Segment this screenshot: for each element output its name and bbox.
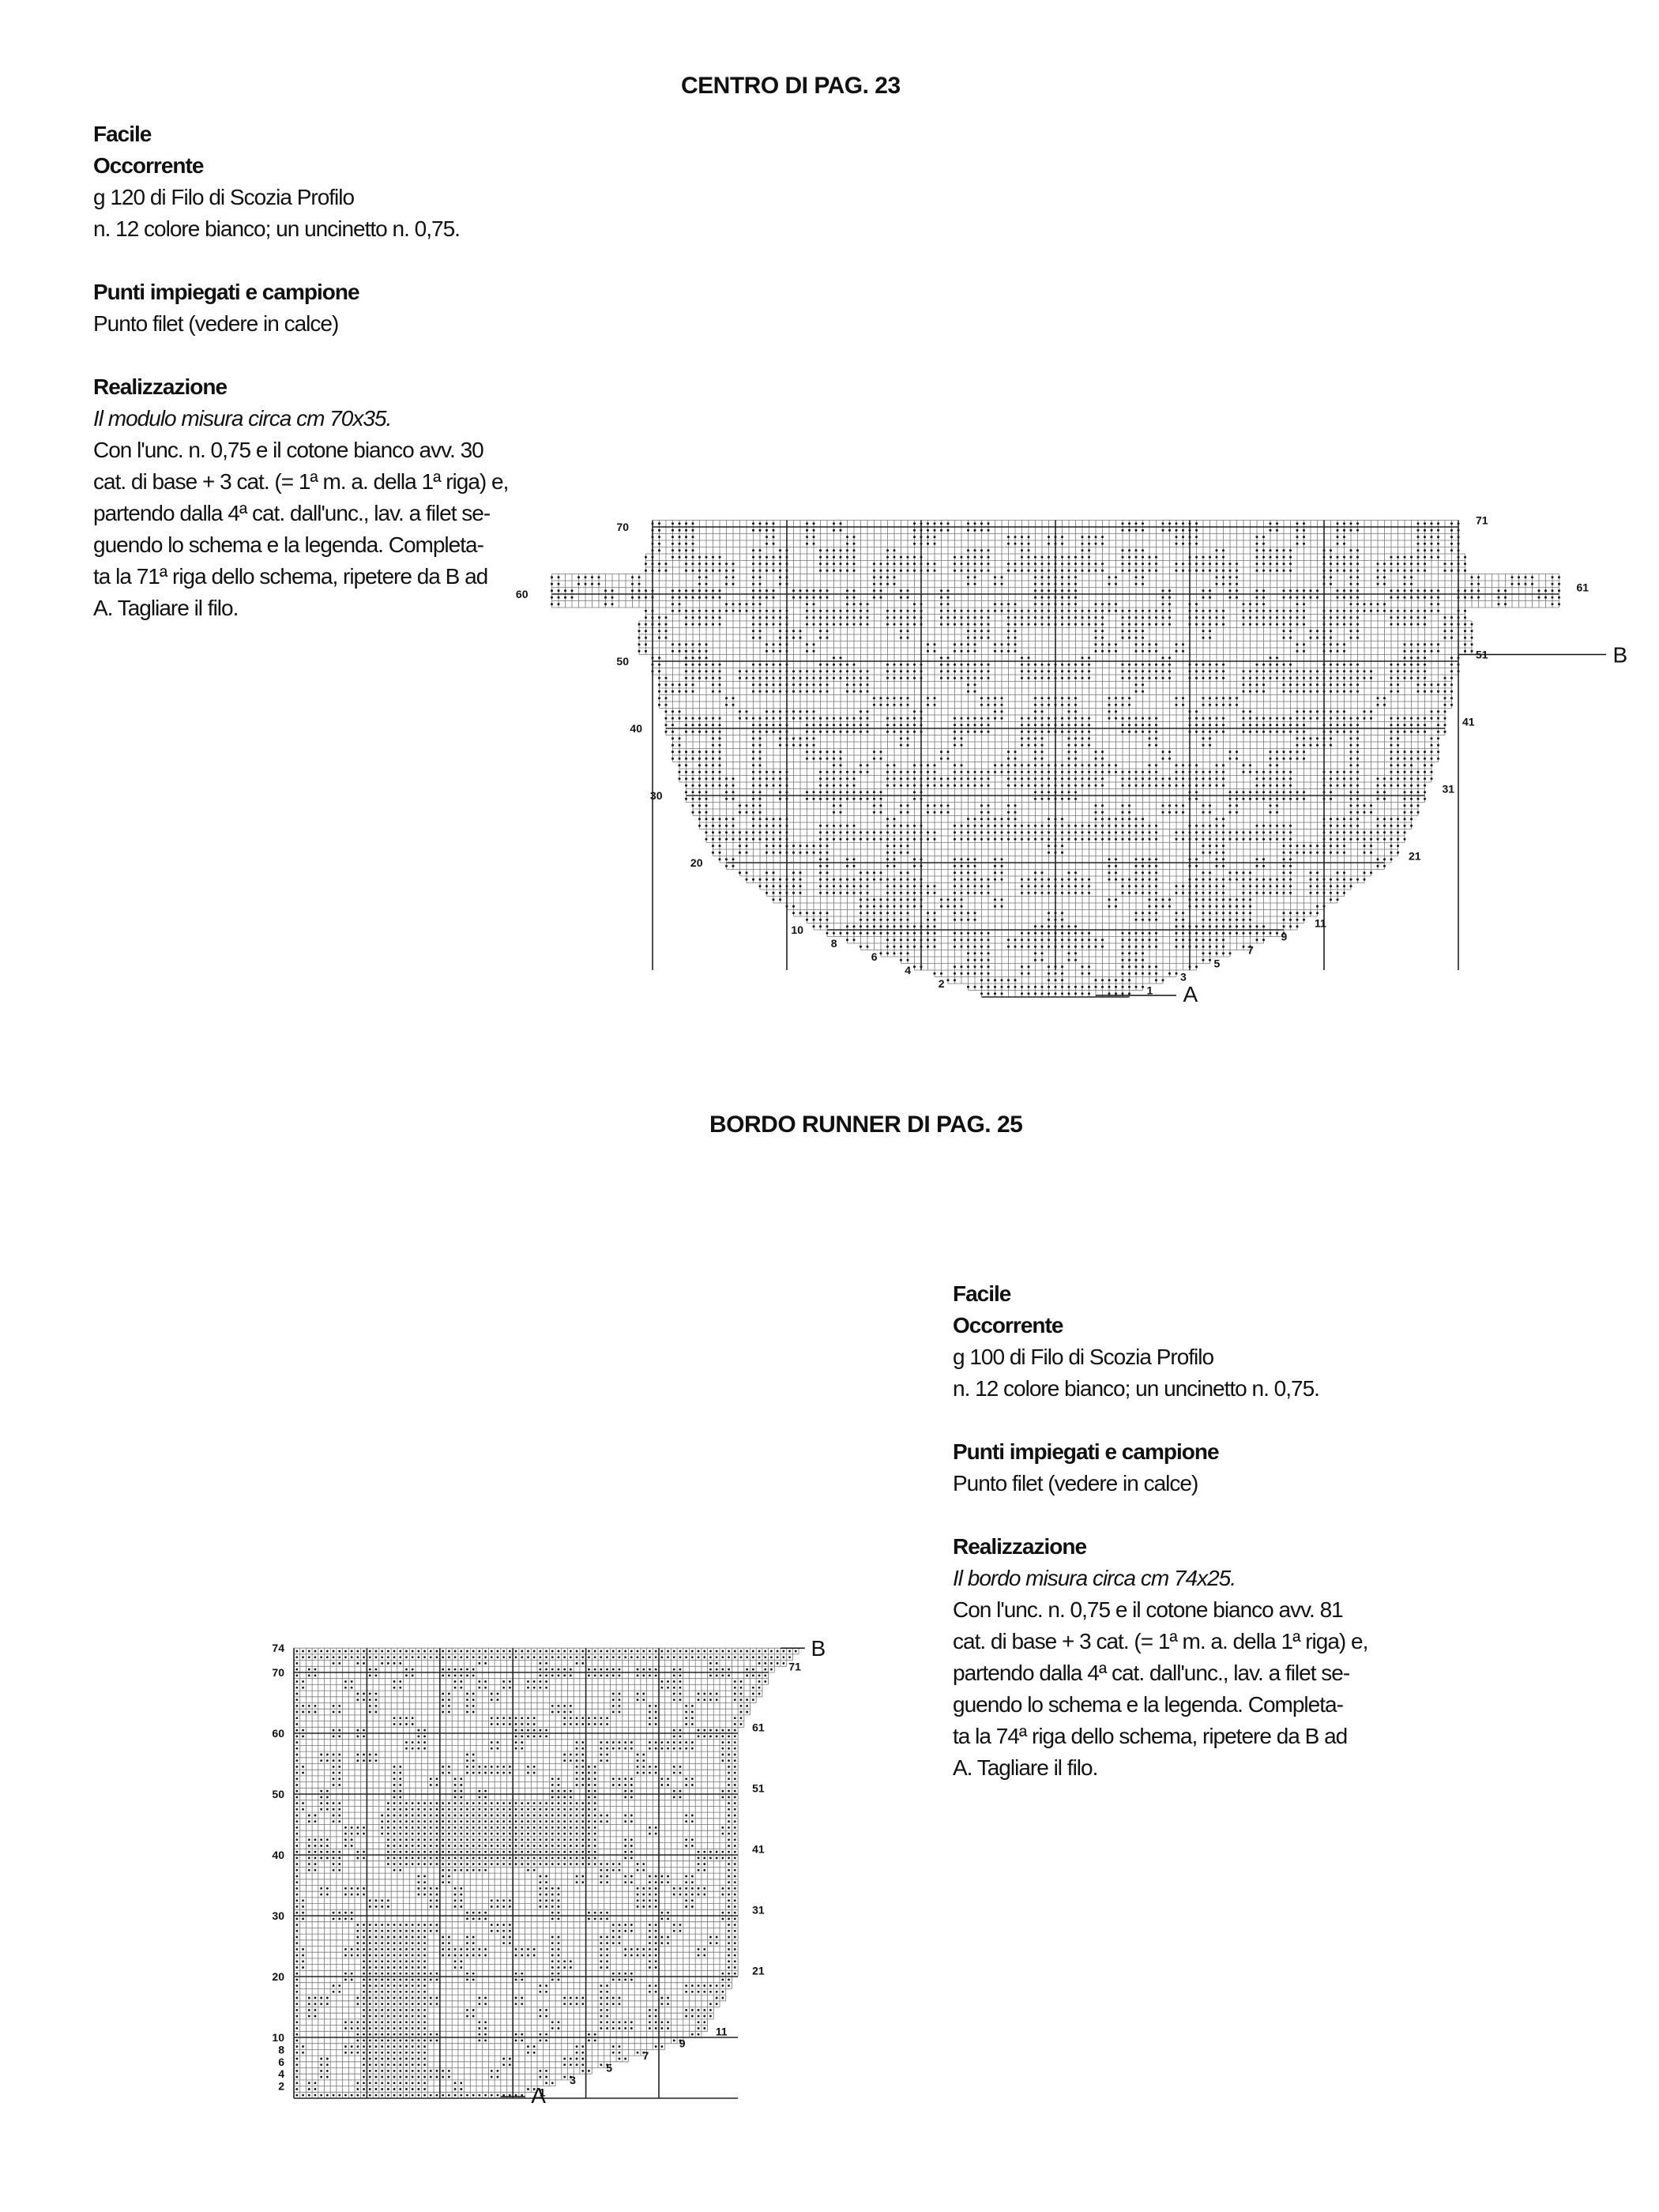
- b-marker: B: [811, 1636, 826, 1661]
- chart1-instructions: Facile Occorrente g 120 di Filo di Scozi…: [93, 118, 599, 624]
- chart1-materials-line1: g 120 di Filo di Scozia Profilo: [93, 185, 355, 209]
- chart2-instruction-line: ta la 74ª riga dello schema, ripetere da…: [953, 1724, 1348, 1748]
- row-number-label: 1: [540, 2086, 546, 2098]
- chart2-difficulty: Facile: [953, 1281, 1011, 1306]
- row-number-label: 3: [1180, 971, 1187, 984]
- chart2-making-heading: Realizzazione: [953, 1534, 1087, 1559]
- chart2-stitches-text: Punto filet (vedere in calce): [953, 1471, 1198, 1495]
- chart1-materials-line2: n. 12 colore bianco; un uncinetto n. 0,7…: [93, 216, 461, 241]
- row-number-label: 9: [1281, 931, 1288, 943]
- row-number-label: 11: [1315, 917, 1326, 930]
- row-number-label: 4: [278, 2067, 284, 2080]
- row-number-label: 60: [516, 588, 529, 600]
- row-number-label: 21: [1409, 850, 1421, 863]
- chart1-difficulty: Facile: [93, 122, 152, 146]
- row-number-label: 40: [272, 1849, 284, 1861]
- row-number-label: 41: [752, 1842, 765, 1855]
- a-marker: A: [531, 2083, 546, 2108]
- row-number-label: 71: [788, 1660, 801, 1672]
- chart1-instruction-line: A. Tagliare il filo.: [93, 596, 239, 620]
- chart2-instruction-line: partendo dalla 4ª cat. dall'unc., lav. a…: [953, 1661, 1350, 1685]
- b-marker: B: [1613, 643, 1628, 668]
- row-number-label: 3: [570, 2074, 576, 2086]
- chart1-materials-heading: Occorrente: [93, 153, 204, 178]
- chart2-materials-line1: g 100 di Filo di Scozia Profilo: [953, 1345, 1214, 1369]
- chart2-instruction-line: cat. di base + 3 cat. (= 1ª m. a. della …: [953, 1629, 1368, 1653]
- row-number-label: 9: [679, 2037, 686, 2050]
- row-number-label: 6: [278, 2056, 284, 2068]
- row-number-label: 70: [272, 1666, 284, 1679]
- chart2-grid: 747060504030201086427161514131211197531B…: [272, 1636, 826, 2108]
- row-number-label: 21: [752, 1964, 765, 1977]
- chart2-materials-line2: n. 12 colore bianco; un uncinetto n. 0,7…: [953, 1376, 1320, 1401]
- chart1-making-heading: Realizzazione: [93, 374, 228, 399]
- row-number-label: 8: [278, 2043, 284, 2056]
- row-number-label: 2: [939, 977, 945, 990]
- chart1-stitches-text: Punto filet (vedere in calce): [93, 311, 339, 336]
- chart1-instruction-line: guendo lo schema e la legenda. Completa-: [93, 532, 484, 557]
- row-number-label: 31: [752, 1903, 765, 1916]
- chart2-instruction-line: Con l'unc. n. 0,75 e il cotone bianco av…: [953, 1597, 1344, 1622]
- chart1-instruction-line: ta la 71ª riga dello schema, ripetere da…: [93, 564, 488, 589]
- chart2-size-text: Il bordo misura circa cm 74x25.: [953, 1566, 1236, 1590]
- chart2-materials-heading: Occorrente: [953, 1313, 1063, 1337]
- row-number-label: 20: [690, 856, 703, 869]
- row-number-label: 50: [272, 1788, 284, 1800]
- row-number-label: 61: [1577, 581, 1589, 594]
- row-number-label: 5: [1214, 957, 1221, 970]
- row-number-label: 74: [272, 1642, 284, 1654]
- chart2-filled-blocks: [295, 1650, 797, 2097]
- row-number-label: 4: [905, 964, 911, 976]
- row-number-label: 11: [716, 2025, 728, 2037]
- chart1-instruction-line: partendo dalla 4ª cat. dall'unc., lav. a…: [93, 501, 491, 525]
- chart1-title: CENTRO DI PAG. 23: [681, 73, 901, 99]
- row-number-label: 8: [831, 937, 837, 950]
- chart1-instruction-line: Con l'unc. n. 0,75 e il cotone bianco av…: [93, 438, 484, 462]
- row-number-label: 71: [1476, 514, 1488, 527]
- a-marker: A: [1183, 982, 1198, 1006]
- row-number-label: 2: [278, 2080, 284, 2093]
- row-number-label: 31: [1443, 783, 1455, 796]
- chart1-instruction-line: cat. di base + 3 cat. (= 1ª m. a. della …: [93, 469, 509, 494]
- row-number-label: 61: [752, 1721, 765, 1733]
- chart2-stitches-heading: Punti impiegati e campione: [953, 1439, 1220, 1464]
- chart2-instruction-line: guendo lo schema e la legenda. Completa-: [953, 1692, 1344, 1717]
- row-number-label: 6: [871, 950, 878, 963]
- row-number-label: 1: [1147, 984, 1153, 997]
- row-number-label: 60: [272, 1727, 284, 1740]
- chart1-section-lines: [551, 520, 1559, 998]
- row-number-label: 41: [1462, 716, 1475, 728]
- row-number-label: 50: [616, 655, 629, 668]
- chart2-instruction-line: A. Tagliare il filo.: [953, 1755, 1098, 1780]
- chart1-stitches-heading: Punti impiegati e campione: [93, 280, 360, 304]
- chart2-instructions: Facile Occorrente g 100 di Filo di Scozi…: [953, 1278, 1490, 1784]
- row-number-label: 5: [606, 2062, 612, 2075]
- row-number-label: 40: [630, 722, 642, 735]
- row-number-label: 10: [272, 2031, 284, 2044]
- chart2-section-lines: [293, 1648, 769, 2099]
- row-number-label: 70: [616, 521, 629, 533]
- row-number-label: 30: [650, 789, 663, 802]
- row-number-label: 51: [752, 1781, 765, 1794]
- row-number-label: 7: [1247, 944, 1254, 957]
- chart1-size-text: Il modulo misura circa cm 70x35.: [93, 406, 392, 431]
- row-number-label: 7: [643, 2049, 649, 2062]
- row-number-label: 20: [272, 1970, 284, 1983]
- row-number-label: 10: [791, 924, 803, 936]
- row-number-label: 30: [272, 1909, 284, 1922]
- chart2-title: BORDO RUNNER DI PAG. 25: [709, 1112, 1023, 1138]
